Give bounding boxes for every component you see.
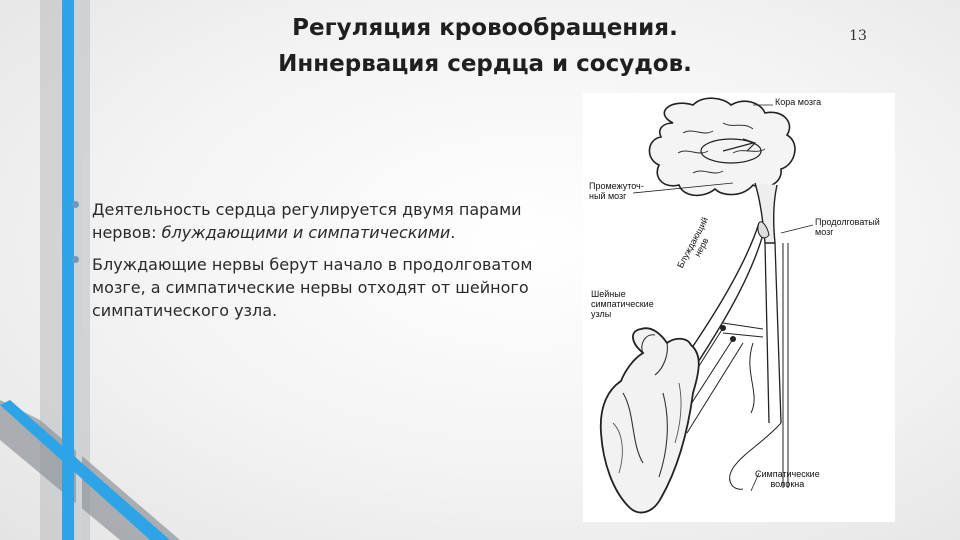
- bullet-1-end: .: [450, 223, 456, 242]
- bullet-dot-icon: [72, 201, 79, 208]
- heart-innervation-figure: Кора мозга Промежуточ- ный мозг Продолго…: [583, 93, 895, 522]
- bullet-item-nerve-pairs: Деятельность сердца регулируется двумя п…: [70, 198, 550, 244]
- innervation-illustration: [599, 97, 814, 514]
- decor-blue-stripe: [62, 0, 74, 540]
- slide-title-line-2: Иннервация сердца и сосудов.: [278, 51, 692, 77]
- bullet-list: Деятельность сердца регулируется двумя п…: [70, 198, 550, 331]
- bullet-1-emphasis: блуждающими и симпатическими: [161, 223, 451, 242]
- decor-light-stripe: [76, 0, 82, 540]
- bullet-1-text: Деятельность сердца регулируется двумя п…: [92, 200, 522, 242]
- slide-title-line-1: Регуляция кровообращения.: [292, 15, 678, 41]
- label-cervical-nodes: Шейные симпатические узлы: [591, 289, 654, 319]
- bullet-item-nerve-origin: Блуждающие нервы берут начало в продолго…: [70, 253, 550, 322]
- decor-blue-diagonal: [0, 400, 170, 540]
- slide-title: Регуляция кровообращения. Иннервация сер…: [200, 10, 770, 82]
- bullet-dot-icon: [72, 256, 79, 263]
- bullet-2-text: Блуждающие нервы берут начало в продолго…: [92, 255, 533, 320]
- label-sympathetic-fibers: Симпатические волокна: [755, 469, 820, 489]
- slide-number: 13: [849, 28, 867, 44]
- label-medulla: Продолговатый мозг: [815, 217, 880, 237]
- label-cortex: Кора мозга: [775, 97, 822, 107]
- label-diencephalon: Промежуточ- ный мозг: [589, 181, 644, 201]
